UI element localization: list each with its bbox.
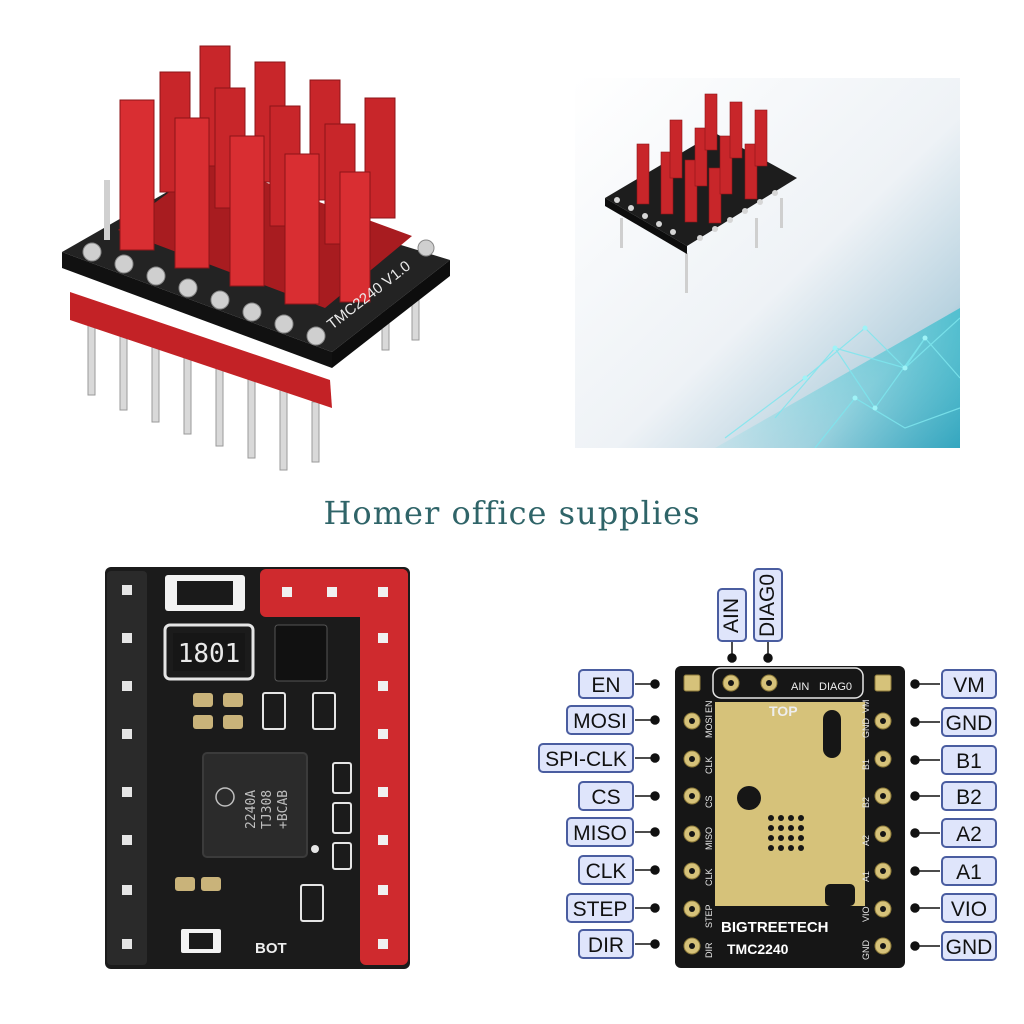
silk-left-4: CS	[704, 795, 714, 808]
driver-network-photo-small	[575, 78, 960, 448]
silk-left-8: DIR	[704, 942, 714, 958]
model-silk: TMC2240	[727, 941, 789, 957]
ic-marking-line-1: 2240A	[244, 790, 259, 829]
pin-label-b2: B2	[941, 781, 997, 811]
pin-label-a2: A2	[941, 818, 997, 848]
pin-label-step: STEP	[566, 893, 634, 923]
left-header-pads	[107, 571, 147, 965]
silk-left-7: STEP	[704, 904, 714, 928]
pin-label-dir: DIR	[578, 929, 634, 959]
pin-label-diag0: DIAG0	[753, 568, 783, 642]
silk-right-2: GND	[861, 718, 871, 739]
brand-silk: BIGTREETECH	[721, 919, 829, 936]
silk-left-6: CLK	[704, 868, 714, 886]
pin-label-en: EN	[578, 669, 634, 699]
bot-label: BOT	[255, 940, 287, 957]
pin-label-ain-text: AIN	[720, 597, 743, 633]
silk-left-3: CLK	[704, 756, 714, 774]
pin-label-gnd-1: GND	[941, 707, 997, 737]
caption-text: Homer office supplies	[323, 494, 701, 532]
silk-right-3: B1	[861, 759, 871, 770]
silk-left-1: EN	[704, 700, 714, 713]
pin-label-b1: B1	[941, 745, 997, 775]
pinout-leader-lines	[635, 642, 940, 951]
top-label: TOP	[769, 703, 798, 719]
silk-right-8: GND	[861, 940, 871, 961]
driver-board-top-view: AIN DIAG0 TOP EN MOSI CLK CS MISO CLK ST…	[675, 666, 905, 968]
driver-board-bottom-view: 1801 2240A TJ308 +BCAB BOT	[105, 567, 410, 969]
header-diag-silk: DIAG0	[819, 681, 852, 693]
pin-label-spi-clk: SPI-CLK	[538, 743, 634, 773]
silk-left-5: MISO	[704, 827, 714, 850]
driver-heatsink-photo-large: TMC2240 V1.0	[62, 45, 450, 471]
pin-label-vio: VIO	[941, 893, 997, 923]
pin-label-clk: CLK	[578, 855, 634, 885]
silk-right-5: A2	[861, 835, 871, 846]
silk-right-7: VIO	[861, 906, 871, 922]
header-ain-silk: AIN	[791, 681, 809, 693]
pin-label-gnd-2: GND	[941, 931, 997, 961]
pin-label-mosi: MOSI	[566, 705, 634, 735]
pin-label-diag0-text: DIAG0	[756, 573, 779, 637]
silk-right-1: VM	[861, 700, 871, 714]
resistor-marking: 1801	[178, 639, 241, 669]
silk-right-6: A1	[861, 871, 871, 882]
pin-label-vm: VM	[941, 669, 997, 699]
pin-label-ain: AIN	[717, 588, 747, 642]
silk-right-4: B2	[861, 797, 871, 808]
pin-label-miso: MISO	[566, 817, 634, 847]
pin-label-cs: CS	[578, 781, 634, 811]
pin-label-a1: A1	[941, 856, 997, 886]
silk-left-2: MOSI	[704, 715, 714, 738]
ic-marking-line-2: TJ308	[260, 790, 275, 829]
ic-marking-line-3: +BCAB	[276, 790, 291, 829]
